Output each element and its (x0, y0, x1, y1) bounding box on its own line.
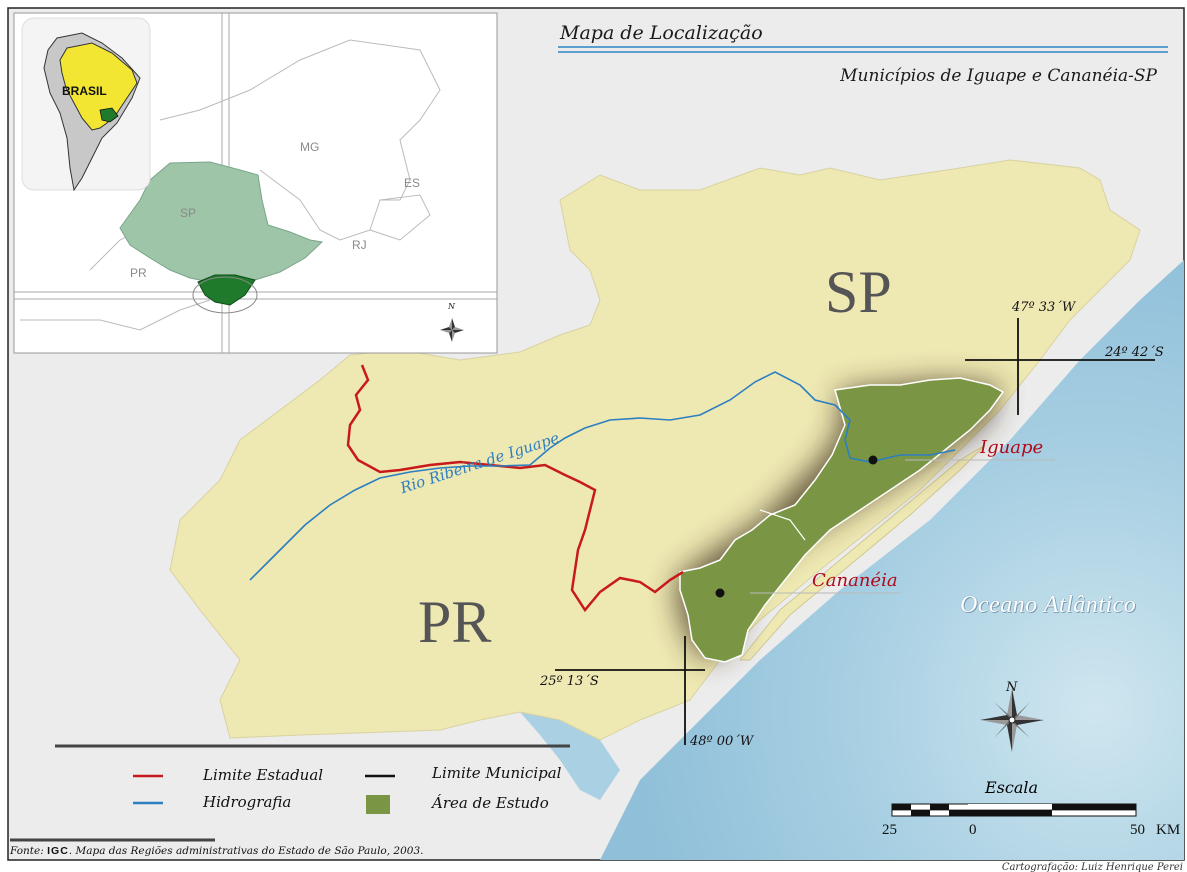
inset-label-es: ES (404, 176, 421, 190)
map-title: Mapa de Localização (560, 22, 763, 44)
scale-tick-50: 50 (1130, 822, 1145, 838)
compass-rose-icon (980, 688, 1044, 752)
municipal-boundary (759, 509, 806, 541)
coord-lon-west: 48º 00´W (690, 734, 754, 749)
source-note: Fonte: IGC. Mapa das Regiões administrat… (10, 845, 423, 857)
town-label-iguape: Iguape (980, 437, 1044, 458)
study-area (679, 377, 1005, 663)
inset-label-rj: RJ (352, 238, 367, 252)
scale-tick-25: 25 (882, 822, 897, 838)
ocean-area (600, 260, 1184, 860)
scale-tick-0: 0 (969, 822, 977, 838)
source-org: IGC (47, 845, 69, 857)
map-subtitle: Municípios de Iguape e Cananéia-SP (840, 66, 1157, 86)
source-prefix: Fonte: (10, 845, 44, 857)
coord-lat-north: 24º 42´S (1105, 345, 1164, 360)
inset-north-label: N (448, 302, 455, 311)
coord-lon-east: 47º 33´W (1012, 300, 1076, 315)
credit-note: Cartografação: Luiz Henrique Perei (1001, 862, 1183, 872)
legend-study-label: Área de Estudo (432, 794, 549, 812)
inset-map (13, 12, 498, 354)
iguape-point (868, 455, 878, 465)
scale-bar (891, 803, 1137, 817)
scale-title: Escala (985, 778, 1039, 797)
bay-area (520, 712, 620, 800)
source-text: . Mapa das Regiões administrativas do Es… (68, 845, 424, 857)
coord-lat-south: 25º 13´S (540, 674, 599, 689)
inset-label-mg: MG (300, 140, 320, 154)
legend-study-symbol (366, 795, 390, 814)
river-line (249, 371, 956, 581)
state-label-sp: SP (825, 259, 892, 325)
ocean-label: Oceano Atlântico (960, 592, 1137, 618)
cananeia-point (715, 588, 725, 598)
inset-label-sp: SP (180, 206, 197, 220)
legend-state-label: Limite Estadual (203, 766, 324, 784)
inset-country-label: BRASIL (62, 84, 107, 98)
north-label: N (1006, 680, 1018, 695)
legend-municipal-label: Limite Municipal (432, 764, 562, 782)
state-label-pr: PR (418, 589, 492, 655)
coastal-island (738, 444, 986, 661)
inset-label-pr: PR (130, 266, 147, 280)
town-label-cananeia: Cananéia (812, 570, 898, 591)
state-limit-line (346, 364, 684, 613)
scale-unit: KM (1156, 822, 1181, 838)
legend-hydro-label: Hidrografia (203, 793, 292, 811)
